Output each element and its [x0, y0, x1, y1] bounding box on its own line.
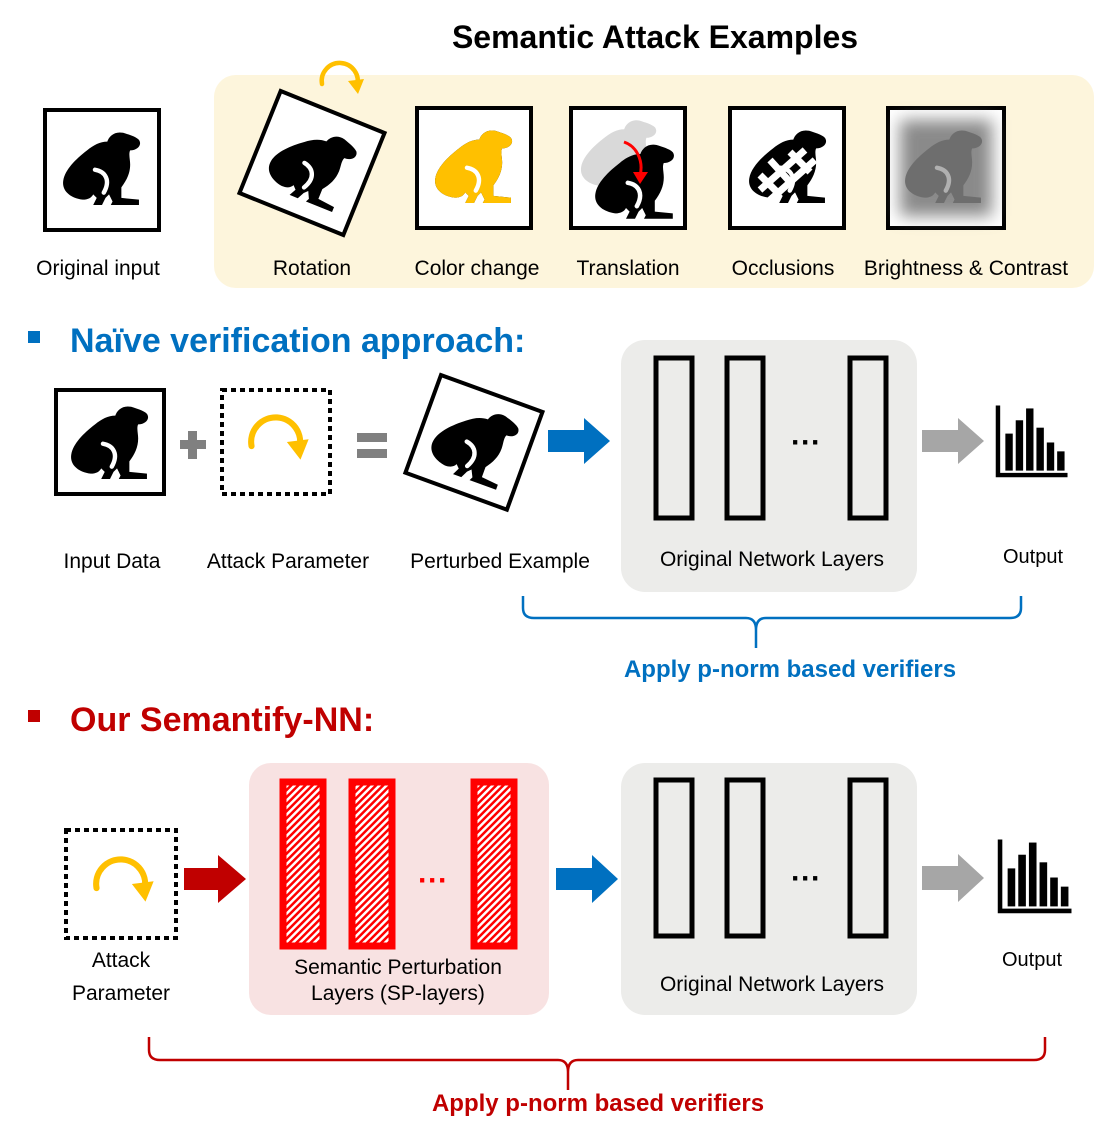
naive-gray-arrow	[922, 418, 984, 464]
naive-output-chart-icon	[998, 405, 1068, 475]
brightness-contrast-image	[886, 106, 1006, 230]
perturbed-example-label: Perturbed Example	[410, 550, 590, 573]
sp-layer-dots: ···	[418, 864, 448, 897]
naive-input-image	[54, 388, 166, 496]
naive-heading: Naïve verification approach:	[70, 322, 525, 360]
naive-layer-1	[653, 355, 695, 521]
naive-network-panel	[621, 340, 917, 592]
ours-gray-arrow	[922, 854, 984, 902]
translation-label: Translation	[576, 257, 679, 280]
original-input-image	[43, 108, 161, 232]
ours-layer-2	[724, 777, 766, 939]
ours-heading: Our Semantify-NN:	[70, 701, 374, 739]
ours-param-label-1: Attack	[92, 949, 151, 972]
yellow-frog-icon	[435, 130, 513, 203]
sp-label-1: Semantic Perturbation	[294, 956, 502, 979]
naive-layer-n	[847, 355, 889, 521]
occlusions-image	[728, 106, 846, 230]
sp-layer-1	[279, 778, 327, 950]
ours-layer-n	[847, 777, 889, 939]
naive-verifier-label: Apply p-norm based verifiers	[624, 656, 956, 683]
ours-network-label: Original Network Layers	[660, 973, 884, 996]
plus-icon	[180, 431, 206, 459]
rotation-image	[236, 88, 388, 238]
sp-layer-n	[470, 778, 518, 950]
examples-title: Semantic Attack Examples	[452, 19, 858, 55]
naive-layer-dots: ···	[791, 426, 821, 459]
ours-output-chart-icon	[1000, 840, 1071, 911]
translation-image	[569, 106, 687, 230]
naive-param-label: Attack Parameter	[207, 550, 369, 573]
brightness-contrast-label: Brightness & Contrast	[864, 257, 1068, 280]
ours-param-label-2: Parameter	[72, 982, 170, 1005]
ours-blue-arrow	[556, 855, 618, 903]
ours-network-panel	[621, 763, 917, 1015]
ours-bullet	[28, 710, 40, 722]
naive-blue-arrow	[548, 418, 610, 464]
perturbed-example-image	[402, 372, 546, 513]
naive-output-label: Output	[1003, 546, 1063, 568]
naive-layer-2	[724, 355, 766, 521]
naive-bullet	[28, 331, 40, 343]
sp-layer-2	[348, 778, 396, 950]
ours-red-arrow	[184, 855, 246, 903]
ours-layer-1	[653, 777, 695, 939]
ours-layer-dots: ···	[791, 862, 821, 895]
rotation-label: Rotation	[273, 257, 351, 280]
naive-network-label: Original Network Layers	[660, 548, 884, 571]
naive-verifier-bracket	[521, 596, 1023, 648]
ours-verifier-label: Apply p-norm based verifiers	[432, 1090, 764, 1117]
color-change-image	[415, 106, 533, 230]
original-input-label: Original input	[36, 257, 160, 280]
equals-icon	[357, 433, 387, 458]
naive-param-box	[220, 388, 332, 496]
occlusions-label: Occlusions	[732, 257, 835, 280]
color-change-label: Color change	[415, 257, 540, 280]
ours-param-box	[64, 828, 178, 940]
ours-verifier-bracket	[147, 1037, 1047, 1090]
ours-output-label: Output	[1002, 949, 1062, 971]
naive-input-label: Input Data	[64, 550, 161, 573]
sp-label-2: Layers (SP-layers)	[311, 982, 485, 1005]
